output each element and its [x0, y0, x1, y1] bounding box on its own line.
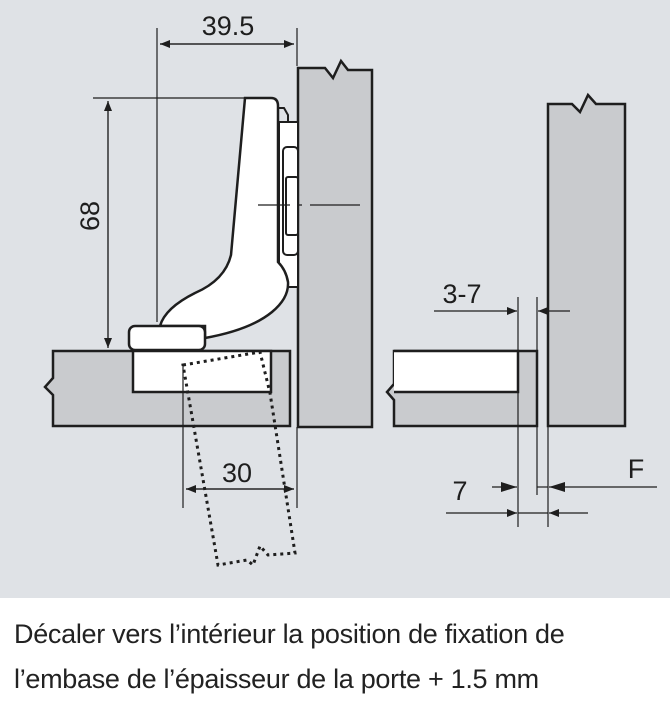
door-panel-left — [43, 349, 292, 428]
side-wall-panel-right — [546, 92, 627, 428]
caption: Décaler vers l’intérieur la position de … — [14, 612, 664, 702]
door-thickness-label-f: F — [628, 454, 645, 484]
mounting-plate — [278, 107, 299, 288]
side-wall-panel-left — [296, 58, 374, 429]
technical-drawing: 39.5 68 30 3-7 7 F — [0, 0, 670, 598]
dimension-30 — [182, 365, 298, 508]
dimension-label-39-5: 39.5 — [202, 11, 255, 41]
hinge-arm — [127, 96, 290, 352]
dimension-label-68: 68 — [75, 201, 105, 231]
caption-line-1: Décaler vers l’intérieur la position de … — [14, 619, 565, 649]
dimension-39-5 — [156, 28, 298, 322]
hinge-cup-recess — [131, 349, 273, 394]
dimension-label-30: 30 — [222, 458, 252, 488]
caption-line-2: l’embase de l’épaisseur de la porte + 1.… — [14, 664, 539, 694]
hinge-base-plate — [127, 324, 207, 352]
drawing-canvas: 39.5 68 30 3-7 7 F — [43, 11, 657, 568]
door-panel-right — [385, 349, 539, 428]
dimension-label-7: 7 — [452, 476, 467, 506]
door-open-outline — [181, 350, 297, 568]
overlay-dimensions — [434, 297, 657, 527]
dimension-68 — [93, 97, 245, 348]
dimension-label-3-7: 3-7 — [442, 279, 481, 309]
